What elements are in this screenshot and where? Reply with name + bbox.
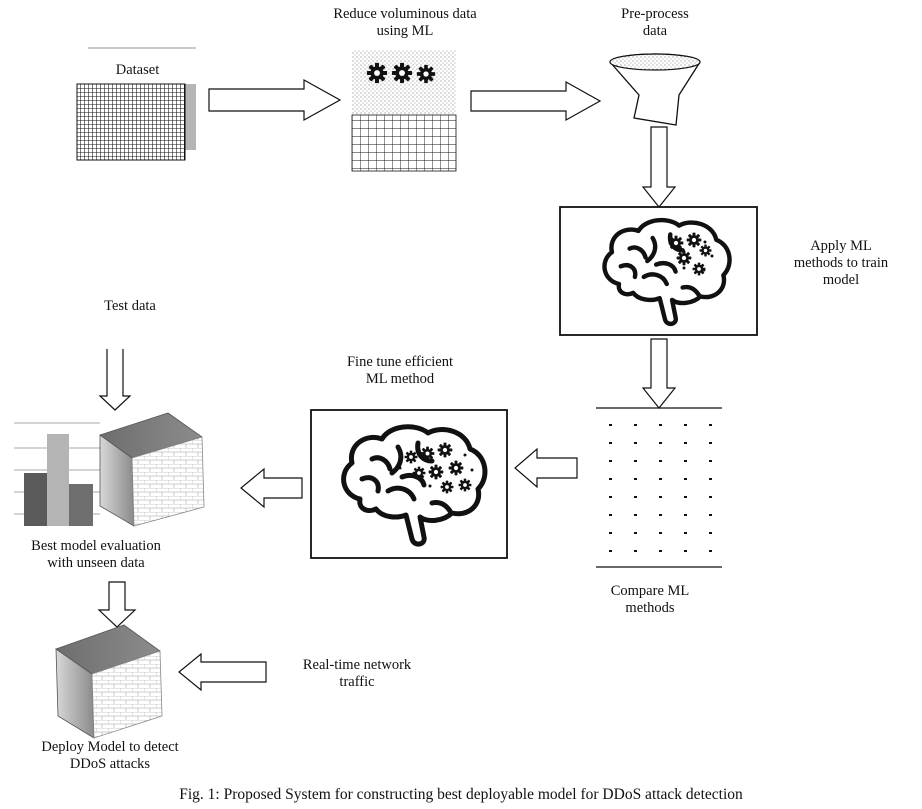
arrow-best-to-deploy	[97, 581, 137, 628]
gear-icon	[391, 62, 413, 84]
deploy-label-line1: Deploy Model to detect	[41, 739, 179, 755]
dataset-label: Dataset	[115, 62, 160, 78]
finetune-label-line1: Fine tune efficient	[346, 354, 454, 370]
gear-icon	[686, 232, 702, 248]
gear-icon	[699, 244, 712, 257]
apply-ml-box	[559, 206, 758, 336]
realtime-label-line2: traffic	[339, 674, 375, 690]
gear-icon	[440, 480, 454, 494]
reduce-data-label: Reduce voluminous data using ML	[310, 6, 500, 40]
best-model-label-line2: with unseen data	[47, 555, 145, 571]
finetune-label-line2: ML method	[365, 371, 435, 387]
compare-table-icon	[596, 407, 722, 568]
apply-ml-label: Apply ML methods to train model	[776, 238, 906, 289]
best-model-label: Best model evaluation with unseen data	[10, 538, 182, 572]
figure-caption: Fig. 1: Proposed System for constructing…	[179, 786, 743, 803]
compare-label-line2: methods	[625, 600, 675, 616]
gear-icon	[366, 62, 388, 84]
evaluation-chart-icon	[14, 412, 205, 527]
preprocess-label-line2: data	[642, 23, 668, 39]
gear-icon	[416, 64, 436, 84]
apply-ml-label-line1: Apply ML	[810, 238, 872, 254]
arrow-realtime-to-deploy	[178, 652, 267, 692]
reduce-data-label-line2: using ML	[376, 23, 434, 39]
arrow-testdata-to-best	[98, 349, 132, 411]
gear-icon	[668, 235, 684, 251]
test-data-label: Test data	[104, 298, 156, 314]
apply-ml-label-line2: methods to train	[793, 255, 889, 271]
deploy-label: Deploy Model to detect DDoS attacks	[20, 739, 200, 773]
arrow-apply-to-compare	[641, 338, 677, 409]
realtime-label-line1: Real-time network	[302, 657, 412, 673]
gear-icon	[437, 442, 453, 458]
gear-icon	[412, 466, 426, 480]
compare-label-line1: Compare ML	[610, 583, 690, 599]
gear-icon	[676, 250, 692, 266]
finetune-box	[310, 409, 508, 559]
dataset-icon	[76, 47, 196, 161]
arrow-preprocess-to-apply	[641, 126, 677, 208]
compare-label: Compare ML methods	[595, 583, 705, 617]
gear-icon	[448, 460, 464, 476]
funnel-icon	[609, 53, 701, 126]
gear-icon	[458, 478, 472, 492]
finetune-label: Fine tune efficient ML method	[320, 354, 480, 388]
arrow-dataset-to-reduce	[208, 78, 342, 122]
reduce-data-icon	[351, 50, 457, 172]
preprocess-label: Pre-process data	[600, 6, 710, 40]
server-icon	[55, 624, 163, 739]
arrow-finetune-to-best	[240, 467, 303, 509]
deploy-label-line2: DDoS attacks	[69, 756, 151, 772]
arrow-compare-to-finetune	[514, 447, 578, 489]
reduce-data-label-line1: Reduce voluminous data	[333, 6, 477, 22]
realtime-label: Real-time network traffic	[282, 657, 432, 691]
best-model-label-line1: Best model evaluation	[31, 538, 161, 554]
gear-icon	[420, 446, 435, 461]
apply-ml-label-line3: model	[822, 272, 860, 288]
gear-icon	[404, 450, 418, 464]
arrow-reduce-to-preprocess	[470, 80, 602, 122]
gear-icon	[428, 464, 444, 480]
preprocess-label-line1: Pre-process	[621, 6, 689, 22]
